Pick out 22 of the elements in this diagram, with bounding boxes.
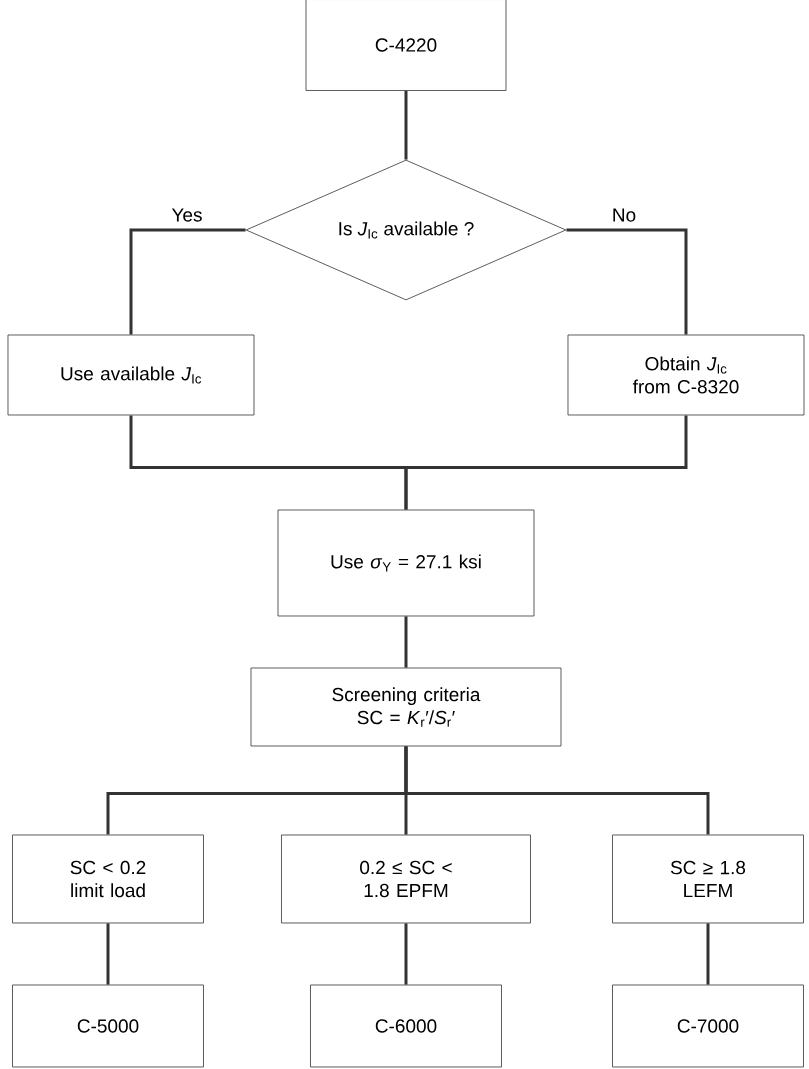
connector-line xyxy=(404,923,408,985)
connector-line xyxy=(404,415,688,510)
process-box: Use available J$_{Ic}$ xyxy=(7,334,255,416)
connector-line xyxy=(129,228,246,335)
process-box: Obtain J$_{Ic}$ from C-8320 xyxy=(567,334,805,416)
connector-line xyxy=(404,616,408,668)
process-box: 0.2 ≤ SC < 1.8 EPFM xyxy=(281,834,531,924)
process-box: SC ≥ 1.8 LEFM xyxy=(612,834,804,924)
process-box: C-5000 xyxy=(12,984,204,1068)
edge-label: Yes xyxy=(170,207,204,223)
edge-label: No xyxy=(610,207,638,223)
process-box: C-7000 xyxy=(612,984,804,1068)
process-box: Screening criteria SC = K$_{r}$′/S$_{r}$′ xyxy=(250,667,562,747)
process-box: C-4220 xyxy=(305,0,507,91)
connector-line xyxy=(706,923,710,985)
process-box: SC < 0.2 limit load xyxy=(12,834,204,924)
connector-line xyxy=(404,90,408,160)
process-box: C-6000 xyxy=(310,984,502,1068)
connector-line xyxy=(566,228,688,335)
connector-line xyxy=(106,923,110,985)
process-box: Use σ$_{Y}$ = 27.1 ksi xyxy=(277,509,535,617)
connector-line xyxy=(404,746,710,835)
